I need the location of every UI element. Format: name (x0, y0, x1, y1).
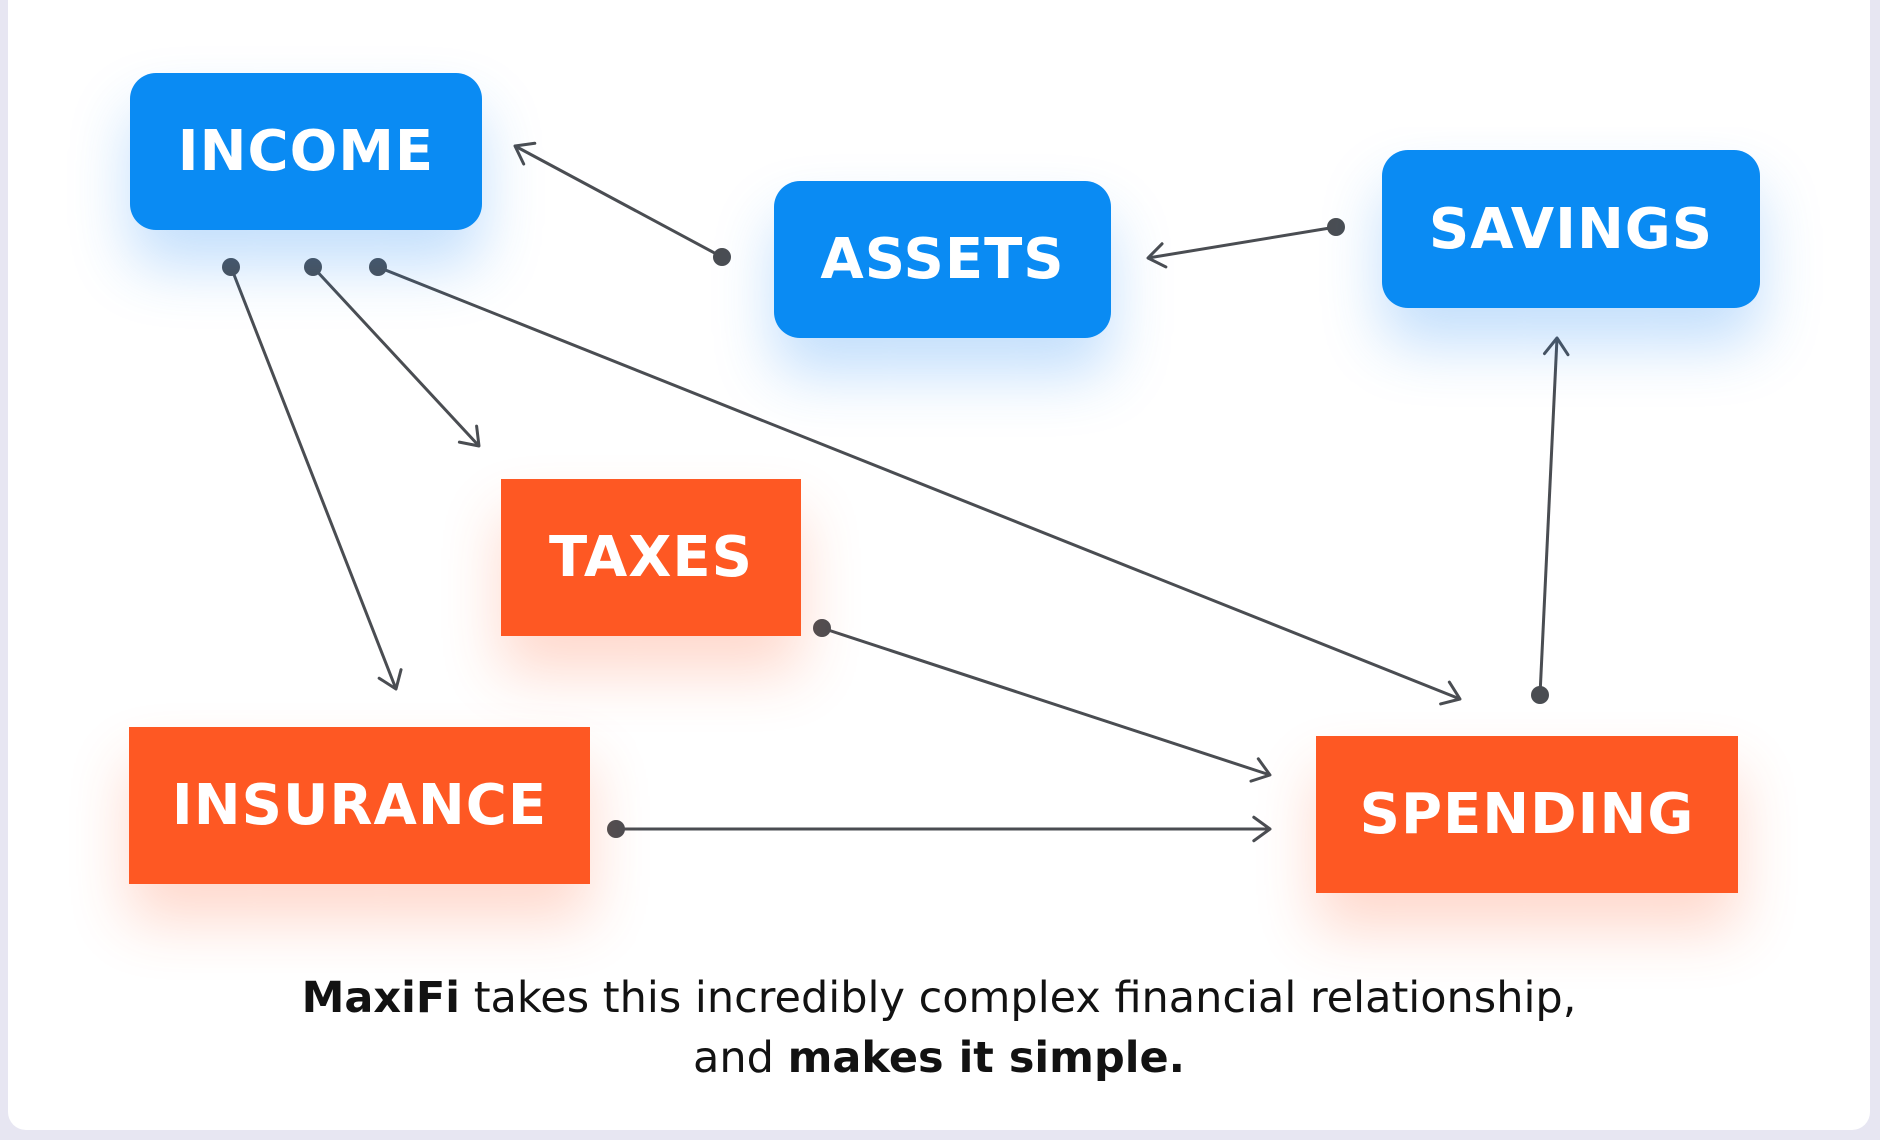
link-income-to-insurance (222, 258, 403, 691)
caption-emphasis: makes it simple. (787, 1033, 1185, 1083)
arrowhead-icon (513, 141, 537, 166)
link-origin-dot (813, 619, 831, 637)
link-origin-dot (607, 820, 625, 838)
link-line (229, 266, 398, 690)
link-income-to-taxes (304, 258, 481, 448)
links-layer (222, 141, 1570, 843)
arrowhead-icon (457, 424, 481, 448)
link-line (821, 626, 1271, 777)
link-spending-to-savings (1531, 336, 1570, 704)
link-insurance-to-spending (607, 815, 1272, 843)
caption: MaxiFi takes this incredibly complex fin… (8, 968, 1870, 1088)
link-savings-to-assets (1146, 218, 1345, 269)
link-taxes-to-spending (813, 619, 1272, 783)
arrowhead-icon (1146, 242, 1168, 269)
link-line (311, 265, 481, 448)
link-origin-dot (369, 258, 387, 276)
arrowhead-icon (1542, 336, 1570, 357)
caption-brand: MaxiFi (301, 973, 461, 1023)
caption-line-2-text: and (693, 1033, 788, 1083)
arrowhead-icon (377, 668, 403, 691)
caption-line-1-text: takes this incredibly complex financial … (460, 973, 1577, 1023)
link-line (514, 144, 723, 259)
caption-line-1: MaxiFi takes this incredibly complex fin… (8, 968, 1870, 1028)
diagram-card: INCOME ASSETS SAVINGS TAXES INSURANCE SP… (8, 0, 1870, 1130)
node-income: INCOME (130, 73, 482, 230)
node-taxes: TAXES (501, 479, 801, 636)
link-origin-dot (1327, 218, 1345, 236)
arrowhead-icon (1439, 680, 1462, 706)
link-income-to-spending (369, 258, 1462, 706)
link-origin-dot (713, 248, 731, 266)
link-origin-dot (222, 258, 240, 276)
link-line (377, 265, 1461, 701)
node-insurance: INSURANCE (129, 727, 590, 884)
link-line (1538, 337, 1559, 696)
link-origin-dot (304, 258, 322, 276)
link-line (1147, 225, 1337, 260)
arrowhead-icon (1252, 815, 1272, 843)
caption-line-2: and makes it simple. (8, 1028, 1870, 1088)
link-origin-dot (1531, 686, 1549, 704)
link-assets-to-income (513, 141, 731, 266)
node-spending: SPENDING (1316, 736, 1738, 893)
node-assets: ASSETS (774, 181, 1111, 338)
node-savings: SAVINGS (1382, 150, 1760, 308)
arrowhead-icon (1249, 757, 1272, 783)
